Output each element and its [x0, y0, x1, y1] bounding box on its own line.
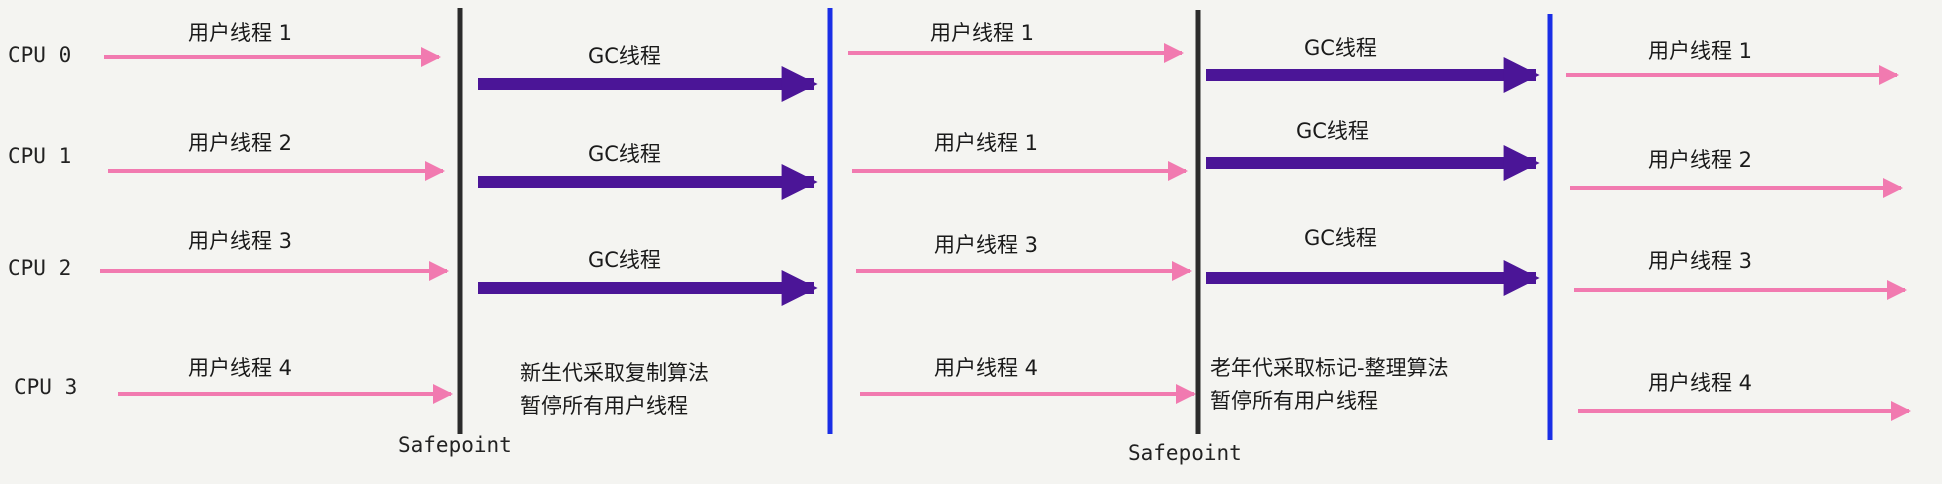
- user-thread-label-p3-cpu1: 用户线程 2: [1648, 148, 1752, 172]
- safepoint-label-2: Safepoint: [1128, 441, 1242, 465]
- cpu-labels: CPU 0 CPU 1 CPU 2 CPU 3: [8, 43, 77, 399]
- user-phase-1: 用户线程 1 用户线程 2 用户线程 3 用户线程 4: [100, 21, 453, 404]
- old-gen-note: 老年代采取标记-整理算法 暂停所有用户线程: [1210, 356, 1449, 413]
- gc-thread-label-p2-cpu2: GC线程: [1304, 226, 1377, 250]
- cpu-label-1: CPU 1: [8, 144, 71, 168]
- cpu-label-3: CPU 3: [14, 375, 77, 399]
- young-gen-note-line-1: 新生代采取复制算法: [520, 361, 709, 385]
- cpu-label-0: CPU 0: [8, 43, 71, 67]
- gc-phase-2: GC线程 GC线程 GC线程: [1206, 36, 1540, 296]
- user-thread-label-p1-cpu2: 用户线程 3: [188, 229, 292, 253]
- user-thread-label-p3-cpu0: 用户线程 1: [1648, 39, 1752, 63]
- user-thread-label-p2-cpu1: 用户线程 1: [934, 131, 1038, 155]
- user-thread-label-p1-cpu1: 用户线程 2: [188, 131, 292, 155]
- gc-thread-label-p1-cpu1: GC线程: [588, 142, 661, 166]
- cpu-label-2: CPU 2: [8, 256, 71, 280]
- user-thread-label-p3-cpu3: 用户线程 4: [1648, 371, 1752, 395]
- user-phase-3: 用户线程 1 用户线程 2 用户线程 3 用户线程 4: [1566, 39, 1911, 421]
- gc-thread-label-p1-cpu0: GC线程: [588, 44, 661, 68]
- user-thread-label-p2-cpu0: 用户线程 1: [930, 21, 1034, 45]
- user-phase-2: 用户线程 1 用户线程 1 用户线程 3 用户线程 4: [848, 21, 1196, 404]
- gc-phase-1: GC线程 GC线程 GC线程: [478, 44, 818, 306]
- user-thread-label-p3-cpu2: 用户线程 3: [1648, 249, 1752, 273]
- old-gen-note-line-2: 暂停所有用户线程: [1210, 389, 1378, 413]
- young-gen-note: 新生代采取复制算法 暂停所有用户线程: [520, 361, 709, 418]
- user-thread-label-p2-cpu3: 用户线程 4: [934, 356, 1038, 380]
- user-thread-label-p2-cpu2: 用户线程 3: [934, 233, 1038, 257]
- safepoint-label-1: Safepoint: [398, 433, 512, 457]
- gc-thread-label-p1-cpu2: GC线程: [588, 248, 661, 272]
- gc-thread-label-p2-cpu1: GC线程: [1296, 119, 1369, 143]
- gc-thread-label-p2-cpu0: GC线程: [1304, 36, 1377, 60]
- user-thread-label-p1-cpu3: 用户线程 4: [188, 356, 292, 380]
- young-gen-note-line-2: 暂停所有用户线程: [520, 394, 688, 418]
- old-gen-note-line-1: 老年代采取标记-整理算法: [1210, 356, 1449, 380]
- user-thread-label-p1-cpu0: 用户线程 1: [188, 21, 292, 45]
